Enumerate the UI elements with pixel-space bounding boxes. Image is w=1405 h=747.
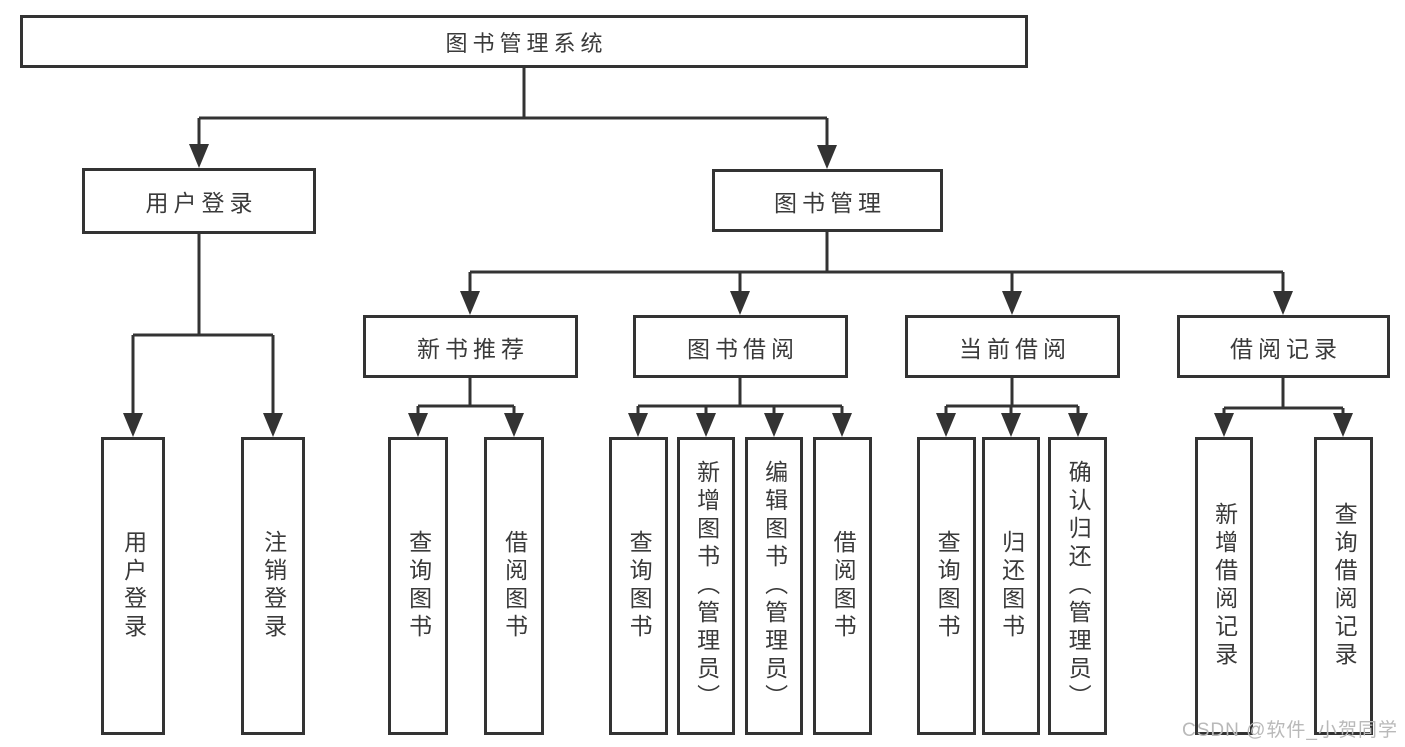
leaf-query-books-recommend: 查询图书 xyxy=(388,437,448,735)
leaf-logout: 注销登录 xyxy=(241,437,305,735)
node-label: 用户登录 xyxy=(145,190,258,216)
leaf-query-books-borrowing: 查询图书 xyxy=(609,437,668,735)
node-label: 图书管理 xyxy=(774,189,886,216)
tree-edges xyxy=(131,68,1345,418)
node-label: 新增借阅记录 xyxy=(1211,502,1238,670)
node-label: 图书借阅 xyxy=(687,335,799,362)
csdn-watermark: CSDN @软件_小贺同学 xyxy=(1182,720,1398,741)
node-label: 图书管理系统 xyxy=(445,30,608,56)
leaf-return-books: 归还图书 xyxy=(982,437,1040,735)
node-borrow-records: 借阅记录 xyxy=(1177,315,1390,378)
leaf-confirm-return-admin: 确认归还（管理员） xyxy=(1048,437,1107,735)
node-label: 用户登录 xyxy=(120,530,147,642)
node-book-management: 图书管理 xyxy=(712,169,943,232)
node-label: 查询图书 xyxy=(934,530,961,642)
node-book-management-system: 图书管理系统 xyxy=(20,15,1028,68)
node-label: 查询借阅记录 xyxy=(1331,502,1358,670)
leaf-add-borrow-record: 新增借阅记录 xyxy=(1195,437,1253,735)
node-label: 新书推荐 xyxy=(417,335,529,362)
leaf-query-books-current: 查询图书 xyxy=(917,437,976,735)
node-label: 借阅图书 xyxy=(501,530,528,642)
node-user-login: 用户登录 xyxy=(82,168,316,234)
node-label: 归还图书 xyxy=(998,530,1025,642)
node-new-book-recommend: 新书推荐 xyxy=(363,315,578,378)
leaf-borrow-books-borrowing: 借阅图书 xyxy=(813,437,872,735)
leaf-add-book-admin: 新增图书（管理员） xyxy=(677,437,735,735)
leaf-query-borrow-record: 查询借阅记录 xyxy=(1314,437,1373,735)
node-label: 查询图书 xyxy=(626,530,653,642)
node-current-borrowing: 当前借阅 xyxy=(905,315,1120,378)
leaf-user-login: 用户登录 xyxy=(101,437,165,735)
node-book-borrowing: 图书借阅 xyxy=(633,315,848,378)
arrowheads xyxy=(123,144,1353,437)
node-label: 当前借阅 xyxy=(959,335,1071,362)
node-label: 编辑图书（管理员） xyxy=(761,460,788,712)
node-label: 确认归还（管理员） xyxy=(1065,460,1092,712)
node-label: 注销登录 xyxy=(260,530,287,642)
node-label: 借阅记录 xyxy=(1230,335,1342,362)
leaf-edit-book-admin: 编辑图书（管理员） xyxy=(745,437,803,735)
node-label: 新增图书（管理员） xyxy=(693,460,720,712)
node-label: 查询图书 xyxy=(405,530,432,642)
leaf-borrow-books-recommend: 借阅图书 xyxy=(484,437,544,735)
node-label: 借阅图书 xyxy=(830,530,857,642)
